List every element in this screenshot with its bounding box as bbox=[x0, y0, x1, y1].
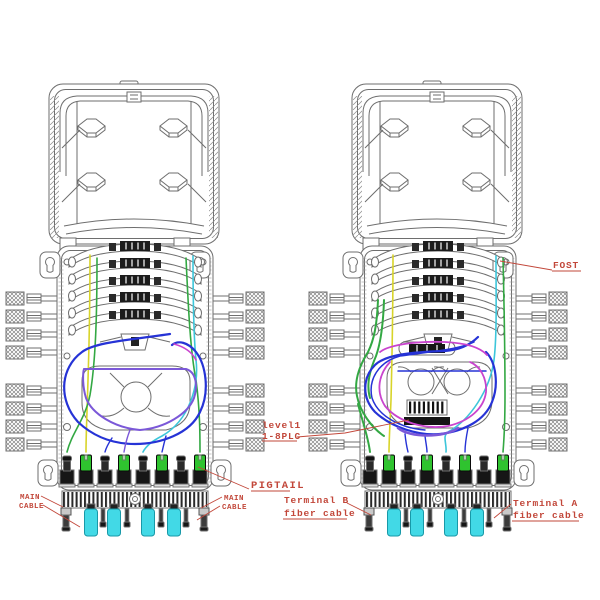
terminal-b-line2: fiber cable bbox=[284, 508, 356, 519]
right-fiber-yellow bbox=[388, 254, 394, 453]
main-cable-left-line1: MAIN bbox=[20, 494, 40, 502]
pigtail-leader bbox=[197, 466, 290, 492]
left-fiber-magenta bbox=[173, 343, 197, 361]
terminal-a-leader bbox=[493, 503, 579, 522]
plc-splitter bbox=[404, 399, 450, 425]
terminal-a-line1: Terminal A bbox=[513, 498, 578, 509]
left-fiber-yellow bbox=[85, 254, 91, 453]
left-fibers bbox=[63, 254, 207, 453]
right-fiber-blue bbox=[364, 335, 497, 453]
level1-label-line2: 1-8PLC bbox=[262, 431, 301, 442]
terminal-b-leader bbox=[283, 502, 372, 520]
main-cable-right-line1: MAIN bbox=[224, 495, 244, 503]
label-texts: FOST level1 1-8PLC PIGTAIL MAIN CABLE MA… bbox=[19, 260, 585, 521]
right-fiber-magenta bbox=[378, 340, 488, 428]
main-cable-right-leader bbox=[196, 496, 223, 521]
pigtail-label: PIGTAIL bbox=[251, 480, 305, 492]
left-fiber-green bbox=[66, 257, 201, 453]
right-fiber-violet bbox=[396, 426, 460, 437]
annotations: FOST level1 1-8PLC PIGTAIL MAIN CABLE MA… bbox=[19, 260, 585, 528]
left-fiber-blue bbox=[63, 332, 207, 453]
main-cable-left-leader bbox=[40, 495, 81, 528]
main-cable-left-line2: CABLE bbox=[19, 503, 44, 511]
level1-leader bbox=[262, 419, 410, 442]
fost-label: FOST bbox=[553, 260, 579, 271]
right-fiber-cyan bbox=[444, 255, 497, 453]
main-cable-right-line2: CABLE bbox=[222, 504, 247, 512]
level1-label-line1: level1 bbox=[262, 420, 301, 431]
terminal-b-line1: Terminal B bbox=[284, 495, 349, 506]
right-fibers bbox=[355, 254, 506, 453]
left-fiber-violet bbox=[82, 368, 197, 453]
terminal-a-line2: fiber cable bbox=[513, 510, 585, 521]
fost-leader bbox=[499, 260, 581, 272]
leader-lines bbox=[40, 260, 581, 528]
right-fiber-green bbox=[355, 257, 506, 453]
